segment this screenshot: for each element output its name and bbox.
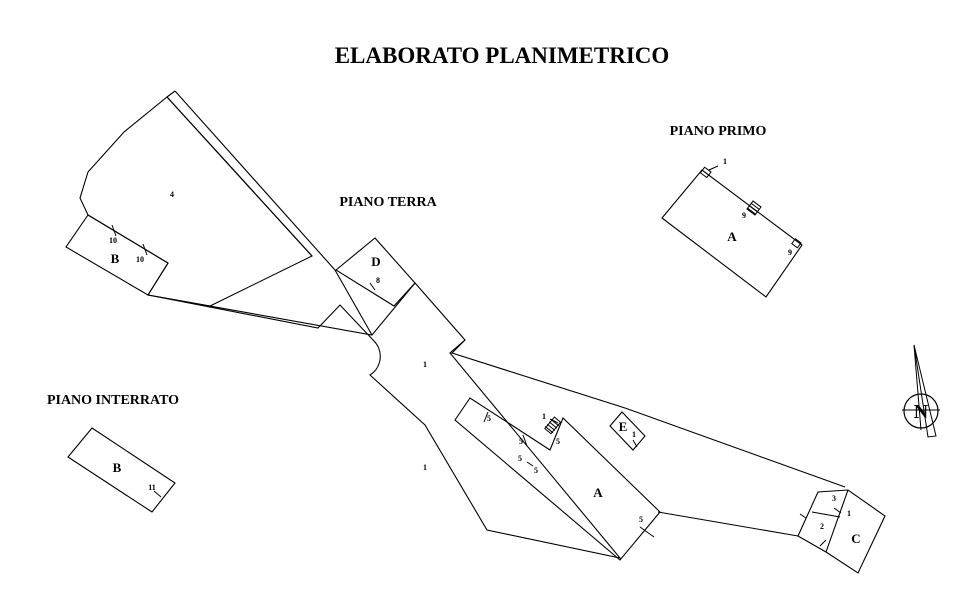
label-unit-C-sub-2: 2	[820, 522, 824, 531]
floor-label-first: PIANO PRIMO	[670, 124, 767, 139]
first-stair-icon	[746, 200, 762, 216]
label-unit-A-sub-b: 5	[519, 437, 523, 446]
label-unit-E-sub: 1	[632, 430, 636, 439]
label-unit-C: C	[851, 531, 860, 546]
label-basement-unit-B: B	[113, 460, 122, 475]
unit-A-stair-icon	[544, 416, 562, 435]
wing-upper-edge	[450, 339, 846, 488]
parcel-4-edge-top	[166, 90, 176, 98]
unit-C-tick-2	[833, 507, 842, 514]
basement-plan	[67, 427, 176, 513]
first-stair-box	[699, 166, 712, 179]
wing-lower-edge	[657, 511, 799, 537]
label-unit-B-sub-2: 10	[136, 255, 144, 264]
floor-label-ground: PIANO TERRA	[339, 195, 437, 210]
label-first-sub-9b: 9	[788, 248, 792, 257]
label-unit-D: D	[371, 254, 380, 269]
unit-A-tick-2	[522, 434, 528, 447]
label-unit-A-stair: 1	[542, 412, 546, 421]
first-floor-plan	[661, 165, 803, 298]
unit-A-tick-4	[639, 526, 655, 538]
north-letter: N	[914, 401, 929, 423]
label-unit-C-sub-1: 1	[847, 509, 851, 518]
label-unit-A: A	[593, 485, 603, 500]
courtyard-top-edge	[334, 269, 373, 336]
unit-B-basement-tick	[153, 490, 162, 498]
label-first-sub-9a: 9	[742, 211, 746, 220]
label-unit-A-sub-c: 5	[556, 437, 560, 446]
label-unit-C-sub-3: 3	[832, 494, 836, 503]
label-first-stair: 1	[723, 157, 727, 166]
unit-C-tick-3	[819, 539, 827, 547]
unit-C-div-1	[825, 489, 849, 553]
label-unit-B-sub-1: 10	[109, 236, 117, 245]
unit-A-first-outline	[661, 169, 803, 298]
unit-A-tick-3	[526, 461, 534, 467]
label-unit-D-sub: 8	[376, 276, 380, 285]
courtyard-outline	[147, 282, 622, 559]
label-unit-B: B	[111, 251, 120, 266]
unit-D-outline	[335, 237, 416, 307]
ground-floor-plan	[65, 90, 886, 574]
label-area-1-upper: 1	[423, 360, 427, 369]
parcel-4-edge	[174, 90, 336, 271]
unit-A-tick-1	[483, 411, 489, 423]
north-arrow-icon	[902, 344, 940, 438]
drawing-title: ELABORATO PLANIMETRICO	[335, 43, 670, 68]
label-unit-A-sub-a: 5	[487, 414, 491, 423]
first-box-9b	[791, 238, 802, 249]
label-unit-A-sub-d: 5	[518, 454, 522, 463]
label-first-unit-A: A	[727, 229, 737, 244]
unit-C-outline	[797, 489, 886, 574]
unit-D-tick	[369, 282, 376, 291]
label-unit-A-sub-e: 5	[534, 466, 538, 475]
label-unit-A-sub-f: 5	[639, 515, 643, 524]
parcel-4-inner-edge	[166, 96, 313, 257]
first-stair-lead	[708, 165, 719, 171]
label-area-1-lower: 1	[423, 463, 427, 472]
unit-B-tick-1	[111, 224, 117, 237]
floor-label-basement: PIANO INTERRATO	[47, 393, 179, 408]
label-area-4: 4	[170, 190, 174, 199]
unit-E-tick	[632, 439, 638, 448]
unit-B-basement-outline	[67, 427, 176, 513]
label-basement-sub-11: 11	[148, 483, 156, 492]
unit-C-tick-1	[799, 513, 807, 519]
unit-C-div-2	[811, 511, 841, 518]
unit-A-ground-outline	[454, 397, 661, 561]
unit-B-tick-2	[142, 243, 148, 256]
unit-E-outline	[609, 411, 646, 451]
label-unit-E: E	[619, 419, 628, 434]
